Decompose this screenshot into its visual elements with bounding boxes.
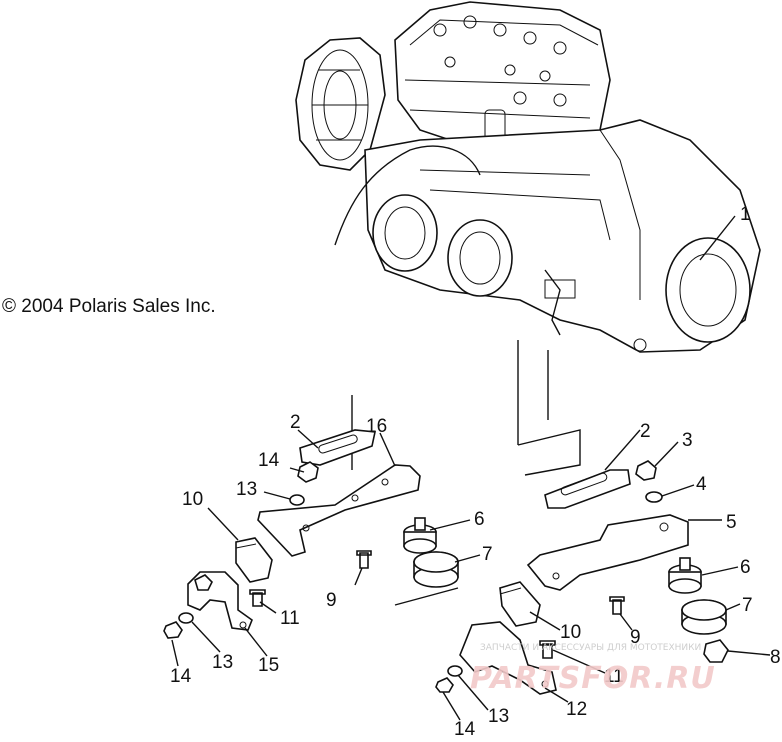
slotted-plate-left: [299, 429, 376, 466]
callout-4: 4: [696, 474, 707, 495]
callout-12: 12: [566, 699, 587, 720]
bolt-9-right: [609, 596, 625, 615]
watermark-caption: ЗАПЧАСТИ И АКСЕССУАРЫ ДЛЯ МОТОТЕХНИКИ: [480, 643, 701, 653]
bolt-11-right: [539, 640, 556, 659]
callout-6-right: 6: [740, 557, 751, 578]
bolt-11-left: [249, 589, 266, 607]
bracket-15: [187, 571, 253, 631]
nut-3: [635, 460, 657, 481]
bolt-9-left: [356, 550, 372, 569]
callout-7-left: 7: [482, 544, 493, 565]
callout-9-right: 9: [630, 627, 641, 648]
damper-6-left: [403, 517, 437, 554]
callout-2-right: 2: [640, 421, 651, 442]
puck-7-left: [413, 551, 459, 588]
callout-10-left: 10: [182, 489, 203, 510]
watermark-logo: PARTSFOR.RU: [470, 661, 716, 696]
callout-9-left: 9: [326, 590, 337, 611]
puck-7-right: [681, 599, 727, 635]
right-mount-group: [435, 460, 729, 695]
washer-13-lower-left: [178, 612, 194, 624]
bracket-12: [459, 621, 557, 695]
washer-13-upper-left: [289, 494, 305, 506]
callout-5: 5: [726, 512, 737, 533]
nut-14-lower-left: [163, 621, 183, 639]
callout-16: 16: [366, 416, 387, 437]
engine-assembly: [295, 1, 761, 353]
callout-labels: 1 2 16 14 13 10 6 7 9 11 13 15 14 2 3 4 …: [170, 204, 781, 740]
left-mount-group: [163, 429, 459, 639]
rubber-block-10-right: [499, 581, 541, 627]
washer-4: [645, 491, 663, 503]
callout-2-left: 2: [290, 412, 301, 433]
callout-10-right: 10: [560, 622, 581, 643]
callout-15: 15: [258, 655, 279, 676]
callout-13-lower-left: 13: [212, 652, 233, 673]
callout-8: 8: [770, 647, 781, 668]
callout-11-right: 11: [604, 666, 624, 687]
callout-7-right: 7: [742, 595, 753, 616]
rubber-block-10-left: [235, 537, 273, 583]
leader-lines: [171, 215, 771, 721]
callout-1: 1: [740, 204, 751, 225]
cap-8: [703, 639, 729, 663]
nut-14-right: [435, 677, 454, 693]
copyright-notice: © 2004 Polaris Sales Inc.: [2, 296, 216, 317]
watermark: ЗАПЧАСТИ И АКСЕССУАРЫ ДЛЯ МОТОТЕХНИКИ PA…: [470, 643, 716, 696]
callout-3: 3: [682, 430, 693, 451]
bracket-16: [257, 464, 421, 557]
callout-11-left: 11: [280, 608, 300, 629]
callout-13-right: 13: [488, 706, 509, 727]
washer-13-right: [447, 665, 463, 677]
callout-6-left: 6: [474, 509, 485, 530]
bracket-5: [526, 514, 689, 591]
callout-13-upper-left: 13: [236, 479, 257, 500]
callout-14-upper-left: 14: [258, 450, 280, 471]
nut-14-upper-left: [297, 461, 319, 483]
damper-6-right: [668, 557, 702, 594]
slotted-plate-right: [544, 469, 631, 509]
callout-14-right: 14: [454, 719, 476, 737]
callout-14-lower-left: 14: [170, 666, 192, 687]
